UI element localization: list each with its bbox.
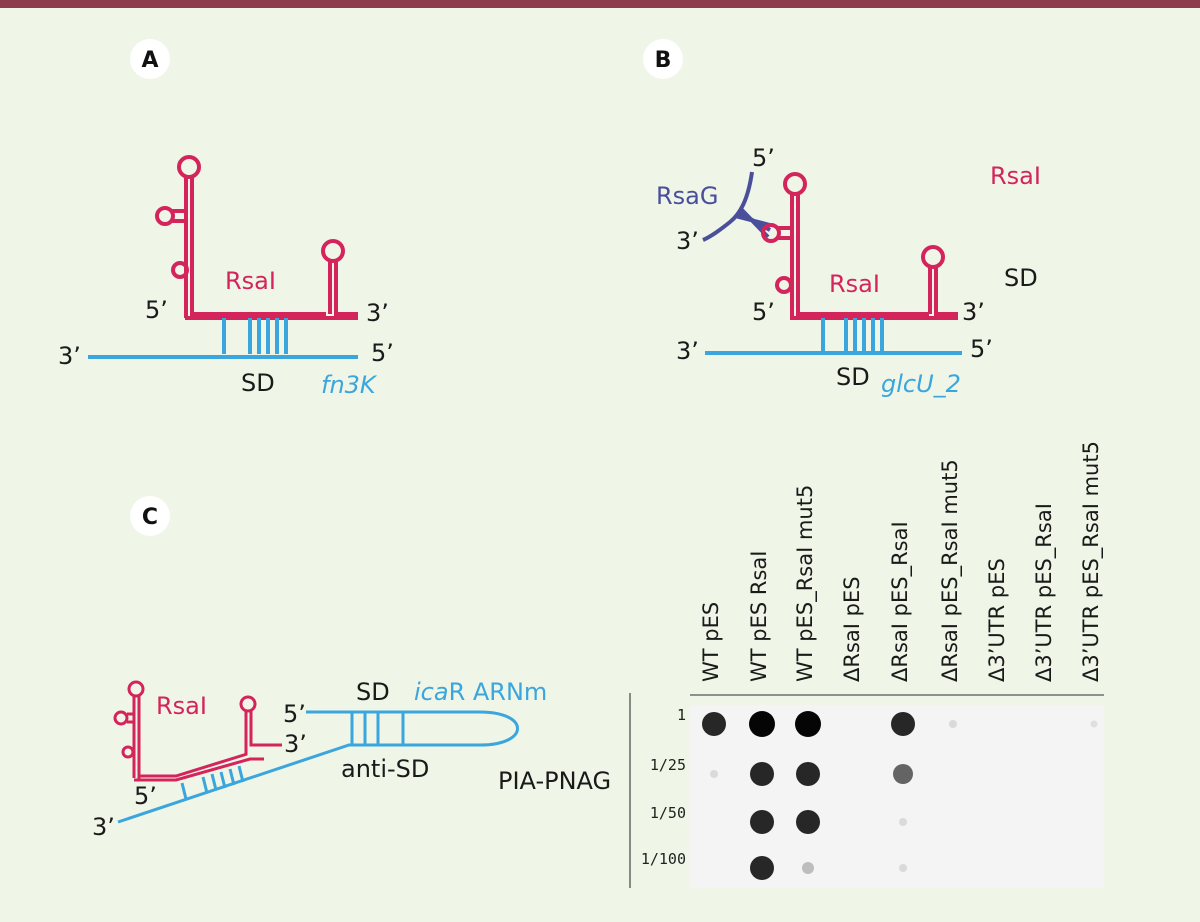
top-border-bar: [0, 0, 1200, 8]
blot-dot: [750, 856, 774, 880]
strain-label: Δ3’UTR pES_RsaI: [1032, 503, 1057, 682]
blot-dot: [750, 810, 774, 834]
blot-dot: [749, 711, 775, 737]
panel-a: A RsaI 5’ 3’ 3’ 5’ SD fn3K: [58, 39, 394, 399]
rsai-structure-b: [761, 172, 958, 320]
panel-b-badge: [643, 39, 683, 79]
rsai-5prime-c: 5’: [134, 782, 157, 810]
panel-a-letter: A: [141, 48, 158, 73]
panel-c-letter: C: [142, 505, 158, 530]
rsai-label-b: RsaI: [829, 270, 880, 298]
blot-dot: [893, 764, 913, 784]
rsai-label-c: RsaI: [156, 692, 207, 720]
mrna-name-rest: R ARNm: [449, 678, 548, 706]
blot-row-label: PIA-PNAG: [498, 767, 611, 795]
blot-dot: [891, 712, 915, 736]
strain-labels: WT pES WT pES RsaI WT pES_RsaI mut5 ΔRsaI p…: [699, 441, 1104, 682]
blot-dot: [949, 720, 957, 728]
rsai-3prime-c: 3’: [284, 730, 307, 758]
strain-label: WT pES: [699, 602, 723, 682]
rsag-3prime: 3’: [676, 227, 699, 255]
dilution-label: 1/100: [641, 850, 686, 868]
blot-dot: [899, 818, 907, 826]
strain-label: WT pES_RsaI mut5: [793, 485, 818, 682]
blot-dot: [796, 810, 820, 834]
sd-label-a: SD: [241, 369, 275, 397]
rsai-label-a: RsaI: [225, 267, 276, 295]
rsai-structure-a: [155, 155, 358, 320]
strain-label: ΔRsaI pES_RsaI mut5: [938, 459, 963, 682]
strain-label: Δ3’UTR pES: [985, 558, 1009, 682]
panel-a-badge: [130, 39, 170, 79]
blot-dot: [899, 864, 907, 872]
strain-label: ΔRsaI pES: [840, 576, 864, 682]
anti-sd-label: anti-SD: [341, 755, 429, 783]
rsai-5prime-b: 5’: [752, 298, 775, 326]
blot-dots: [702, 711, 1098, 880]
legend-rsai-b: RsaI: [990, 162, 1041, 190]
pairing-lines-a: [222, 318, 288, 354]
dilution-label: 1/50: [650, 804, 686, 822]
blot-dot: [796, 762, 820, 786]
mrna-name-b: glcU_2: [881, 370, 961, 398]
icar-mrna-strand: [117, 710, 519, 824]
mrna-3prime-c: 3’: [92, 813, 115, 841]
panel-c: C RsaI 5’ 3’ 5’ 3’ SD icaR ARNm: [92, 496, 547, 841]
dot-blot: PIA-PNAG 1 1/25 1/50 1/100 WT pES WT pES Rsa…: [498, 441, 1104, 888]
blot-dot: [802, 862, 814, 874]
pairing-lines-b: [821, 318, 884, 353]
rsai-3prime-a: 3’: [366, 299, 389, 327]
strain-label: WT pES RsaI: [747, 551, 771, 682]
strain-label: ΔRsaI pES_RsaI: [888, 521, 913, 682]
mrna-3prime-b: 3’: [676, 337, 699, 365]
panel-b-letter: B: [655, 48, 672, 73]
mrna-5prime-c: 5’: [283, 700, 306, 728]
mrna-name-c: icaR ARNm: [414, 678, 547, 706]
panel-c-badge: [130, 496, 170, 536]
rsai-5prime-a: 5’: [145, 296, 168, 324]
blot-dot: [710, 770, 718, 778]
rsag-label: RsaG: [656, 182, 718, 210]
dilution-labels: 1 1/25 1/50 1/100: [641, 706, 686, 868]
rsai-structure-c: [113, 680, 282, 782]
legend-sd-b: SD: [1004, 264, 1038, 292]
sd-label-b: SD: [836, 363, 870, 391]
strain-label: Δ3’UTR pES_RsaI mut5: [1079, 441, 1104, 682]
mrna-3prime-a: 3’: [58, 342, 81, 370]
blot-dot: [702, 712, 726, 736]
rsag-5prime: 5’: [752, 144, 775, 172]
blot-dot: [750, 762, 774, 786]
blot-dot: [795, 711, 821, 737]
mrna-5prime-b: 5’: [970, 335, 993, 363]
blot-dot: [1090, 720, 1098, 728]
mrna-name-italic: ica: [414, 678, 449, 706]
mrna-name-a: fn3K: [321, 371, 378, 399]
mrna-5prime-a: 5’: [371, 339, 394, 367]
dilution-label: 1: [677, 706, 686, 724]
dilution-label: 1/25: [650, 756, 686, 774]
panel-b: B 5’ RsaG 3’ RsaI SD RsaI 5: [643, 39, 1041, 398]
pairing-lines-c: [180, 765, 245, 800]
rsai-3prime-b: 3’: [962, 298, 985, 326]
sd-label-c: SD: [356, 678, 390, 706]
